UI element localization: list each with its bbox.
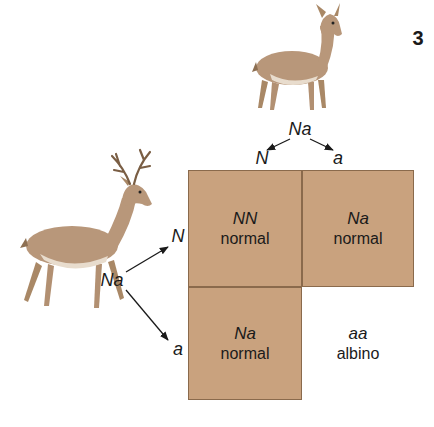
phenotype-text: normal bbox=[221, 344, 270, 363]
arrow-line bbox=[267, 139, 290, 150]
allele-label: N bbox=[172, 227, 185, 247]
allele-label: a bbox=[333, 149, 343, 169]
parent-genotype: Na bbox=[100, 271, 123, 291]
arrow-line bbox=[126, 290, 168, 340]
phenotype-text: albino bbox=[337, 344, 380, 363]
arrow-line bbox=[126, 247, 168, 272]
genotype-text: Na bbox=[234, 324, 256, 344]
doe-figure bbox=[252, 3, 342, 110]
allele-label: a bbox=[173, 340, 183, 360]
genotype-text: aa bbox=[349, 324, 368, 344]
parent-genotype: Na bbox=[288, 120, 311, 140]
punnett-cell: NNnormal bbox=[188, 170, 302, 287]
allele-label: N bbox=[256, 149, 269, 169]
phenotype-text: normal bbox=[334, 229, 383, 248]
arrow-line bbox=[310, 139, 333, 150]
punnett-cell: Nanormal bbox=[302, 170, 414, 287]
punnett-cell: Nanormal bbox=[188, 287, 302, 400]
phenotype-text: normal bbox=[221, 229, 270, 248]
figure-number: 3 bbox=[412, 27, 423, 49]
genotype-text: NN bbox=[233, 209, 258, 229]
punnett-cell: aaalbino bbox=[302, 287, 414, 400]
buck-figure bbox=[20, 150, 152, 308]
genotype-text: Na bbox=[347, 209, 369, 229]
